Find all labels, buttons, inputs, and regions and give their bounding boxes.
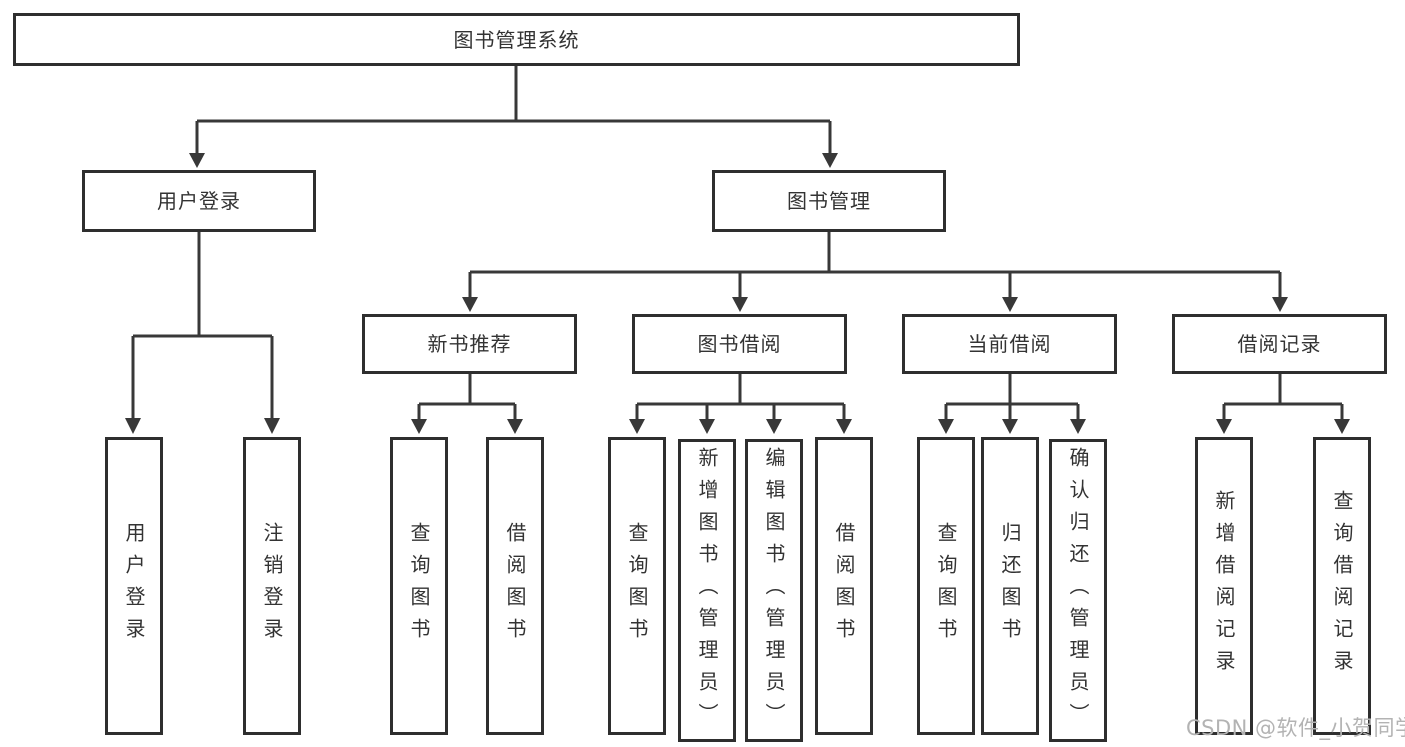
node-borrowing-query-books: 查询图书 [608, 437, 666, 735]
node-add-borrowing-record: 新增借阅记录 [1195, 437, 1253, 735]
node-current-borrowing: 当前借阅 [902, 314, 1117, 374]
connector-current-borrowing [944, 374, 1080, 420]
connector-new-book-recommend [417, 374, 517, 420]
node-edit-books-admin: 编辑图书（管理员） [745, 439, 803, 742]
connector-book-borrowing [635, 374, 846, 420]
node-book-management: 图书管理 [712, 170, 946, 232]
node-logout-login: 注销登录 [243, 437, 301, 735]
node-recommend-query-books: 查询图书 [390, 437, 448, 735]
node-library-management-system: 图书管理系统 [13, 13, 1020, 66]
node-user-login-leaf: 用户登录 [105, 437, 163, 735]
node-add-books-admin: 新增图书（管理员） [678, 439, 736, 742]
csdn-watermark: CSDN @软件_小贺同学 [1186, 716, 1405, 740]
node-confirm-return-admin: 确认归还（管理员） [1049, 439, 1107, 742]
connector-root [195, 66, 832, 154]
node-recommend-borrow-books: 借阅图书 [486, 437, 544, 735]
node-query-borrowing-record: 查询借阅记录 [1313, 437, 1371, 735]
connector-user-login [131, 232, 274, 419]
connector-borrowing-records [1222, 374, 1344, 420]
node-user-login: 用户登录 [82, 170, 316, 232]
node-borrowing-borrow-books: 借阅图书 [815, 437, 873, 735]
connector-book-management [468, 232, 1282, 298]
node-book-borrowing: 图书借阅 [632, 314, 847, 374]
node-borrowing-records: 借阅记录 [1172, 314, 1387, 374]
node-return-books: 归还图书 [981, 437, 1039, 735]
node-new-book-recommend: 新书推荐 [362, 314, 577, 374]
node-current-query-books: 查询图书 [917, 437, 975, 735]
